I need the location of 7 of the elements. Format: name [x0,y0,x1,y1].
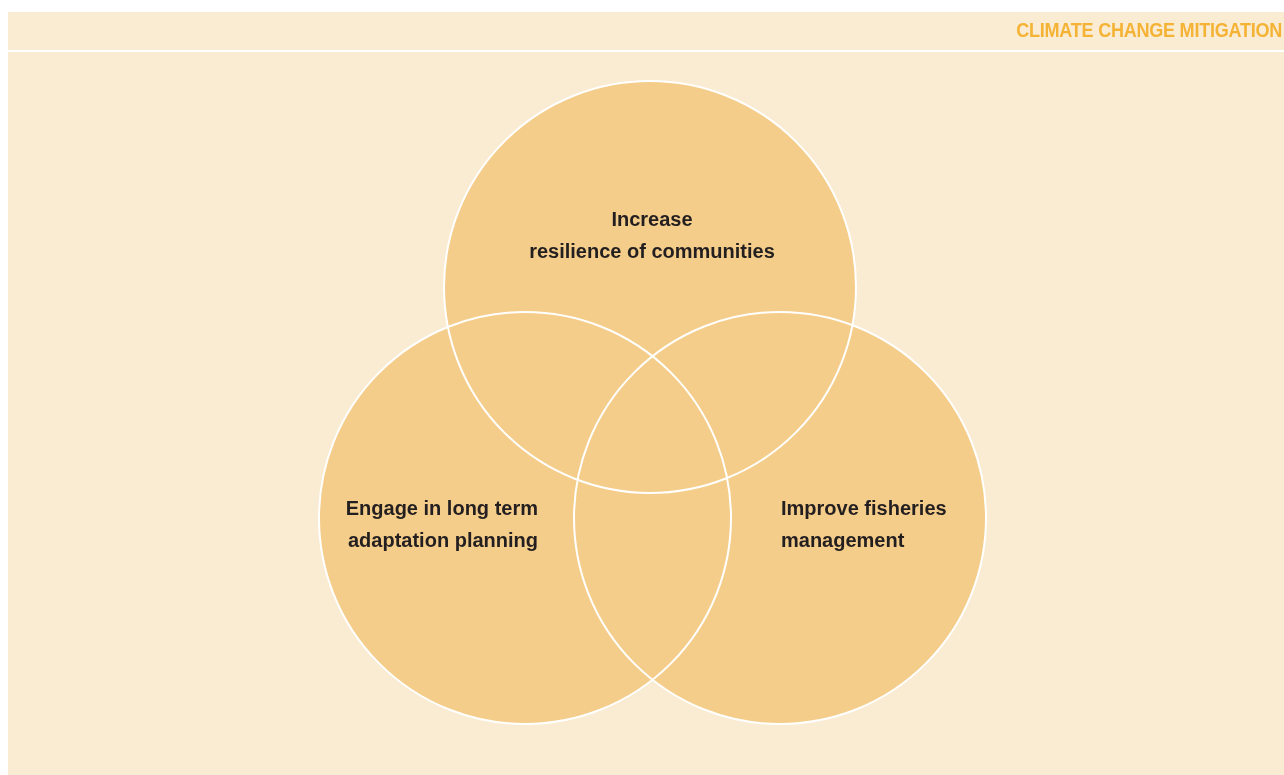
circle-label: Engage in long term adaptation planning [345,496,538,553]
header-title: CLIMATE CHANGE MITIGATION [1016,18,1282,42]
venn-circle [443,80,857,494]
circle-label: Increase resilience of communities [528,207,776,264]
venn-circle [318,311,732,725]
venn-circle [573,311,987,725]
circle-label: Improve fisheries management [781,496,947,553]
